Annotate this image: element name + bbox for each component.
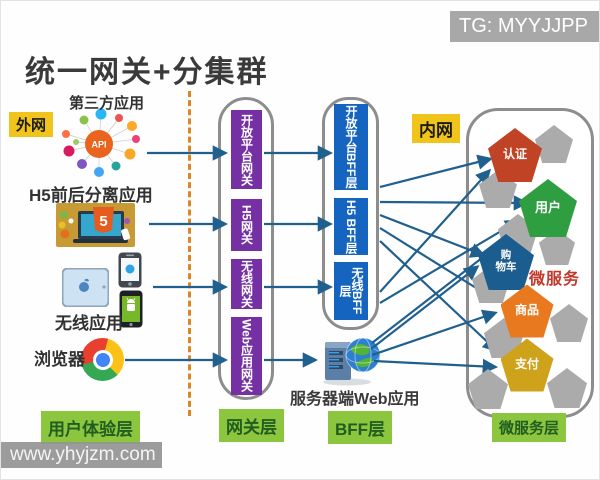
- internal-network-badge: 内网: [412, 114, 460, 143]
- gateway-open-platform: 开放平台网关: [231, 110, 262, 189]
- ipad-icon: [62, 268, 109, 307]
- layer-label-gateway: 网关层: [219, 409, 284, 442]
- chrome-center-dot: [95, 352, 110, 367]
- layer-separator-line: [188, 91, 191, 416]
- third-party-apps-label: 第三方应用: [69, 95, 145, 112]
- svg-text:5: 5: [99, 213, 107, 230]
- gateway-web-app: Web应用网关: [231, 317, 262, 395]
- bff-h5: H5 BFF层: [334, 198, 368, 255]
- layer-label-user-experience: 用户体验层: [41, 411, 140, 444]
- wireless-apps-label: 无线应用: [55, 314, 123, 333]
- layer-label-microservice: 微服务层: [492, 413, 567, 442]
- web-server-globe-icon: [323, 337, 381, 386]
- microservices-note: 微服务: [529, 271, 581, 288]
- external-network-badge: 外网: [9, 112, 54, 137]
- api-cloud-icon: API: [62, 108, 140, 177]
- iphone-icon: [118, 252, 142, 288]
- browser-label: 浏览器: [34, 350, 85, 369]
- bff-wireless: 无线BFF层: [334, 262, 368, 320]
- android-phone-icon: [119, 290, 143, 328]
- site-watermark: www.yhyjzm.com: [1, 442, 162, 468]
- page-title: 统一网关+分集群: [25, 56, 269, 89]
- bff-open-platform: 开放平台BFF层: [334, 104, 368, 190]
- gateway-h5: H5网关: [231, 199, 262, 251]
- h5-app-label: H5前后分离应用: [29, 186, 153, 205]
- html5-laptop-icon: 5: [56, 203, 135, 247]
- tg-watermark-badge: TG: MYYJJPP: [450, 11, 599, 42]
- chrome-browser-icon: [81, 338, 124, 381]
- gateway-wireless: 无线网关: [231, 259, 262, 309]
- server-web-app-label: 服务器端Web应用: [290, 391, 420, 408]
- svg-text:API: API: [91, 140, 106, 150]
- layer-label-bff: BFF层: [328, 411, 393, 444]
